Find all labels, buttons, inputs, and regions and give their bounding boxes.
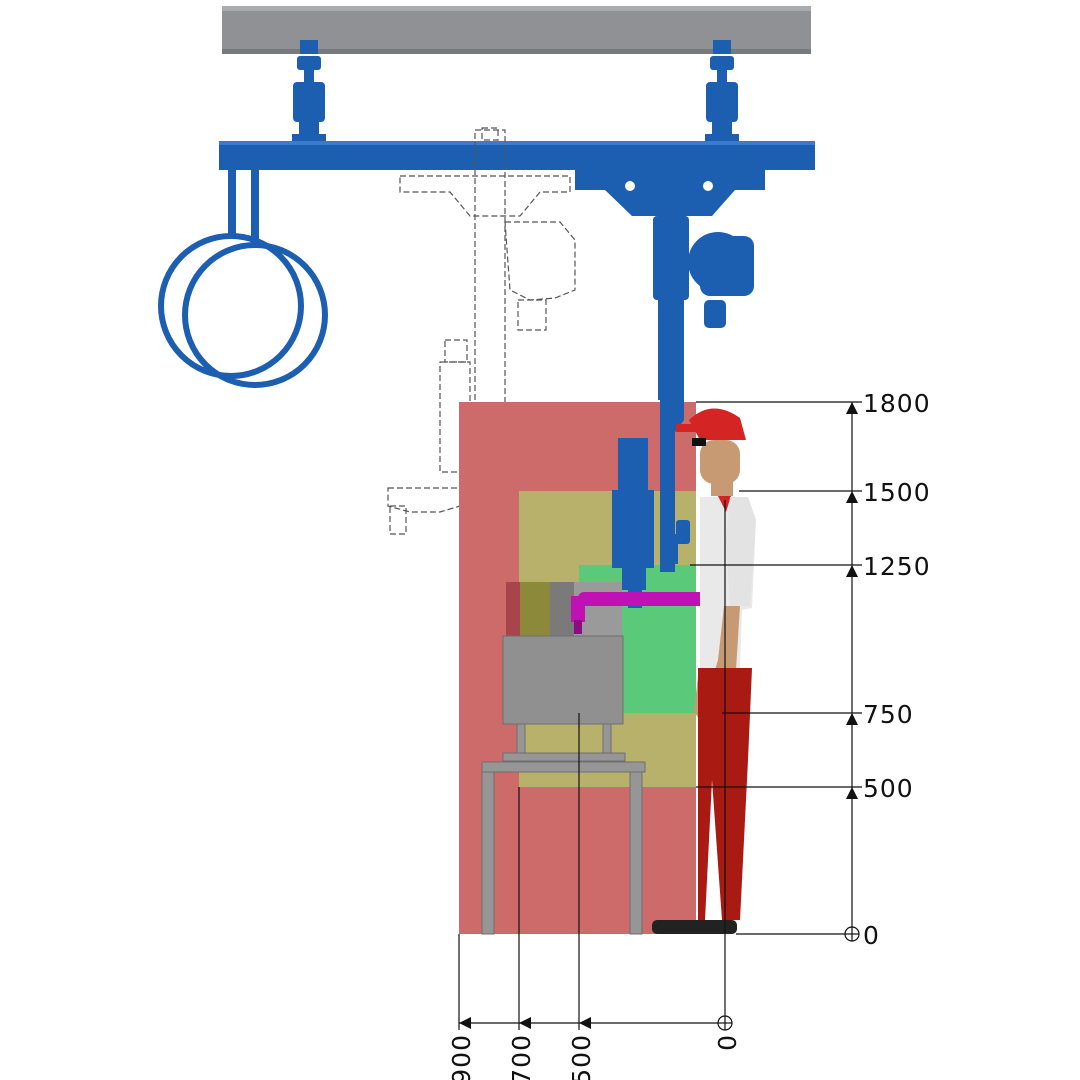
reach-label-0: 0	[713, 1034, 742, 1051]
measurement-origin-icon	[844, 926, 860, 942]
trolley-right	[705, 40, 739, 142]
height-label-0: 0	[863, 921, 880, 950]
measurement-origin-icon	[717, 1015, 733, 1031]
height-label-1800: 1800	[863, 389, 931, 418]
height-label-750: 750	[863, 700, 914, 729]
height-label-500: 500	[863, 774, 914, 803]
work-table	[481, 723, 646, 935]
trolley-left	[292, 40, 326, 142]
ring-hook-icon	[158, 170, 328, 388]
height-dimension-arrows	[846, 402, 858, 799]
reach-dimension-arrows	[459, 1017, 591, 1029]
manipulator-arm	[575, 168, 765, 572]
bridge-beam	[219, 141, 815, 170]
workpiece-stack	[502, 582, 624, 725]
reach-label-900: 900	[447, 1034, 476, 1080]
overhead-rail	[222, 6, 811, 54]
gripper-tool	[571, 438, 708, 634]
reach-label-700: 700	[507, 1034, 536, 1080]
ergonomic-zones	[459, 402, 696, 934]
reach-label-500: 500	[567, 1034, 596, 1080]
height-label-1250: 1250	[863, 552, 931, 581]
height-label-1500: 1500	[863, 478, 931, 507]
height-extension-lines	[690, 401, 862, 935]
